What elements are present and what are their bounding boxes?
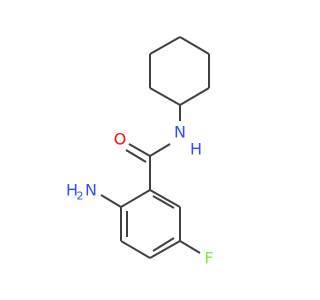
amide-n-symbol: N <box>174 123 186 142</box>
amine-h-symbol: H <box>66 181 78 200</box>
fluorine-label: F <box>204 249 213 268</box>
amide-h-symbol: H <box>190 140 202 159</box>
bond <box>149 143 171 157</box>
aromatic-bond <box>152 195 175 209</box>
bond <box>179 240 201 254</box>
bond <box>149 240 181 259</box>
aromatic-bond <box>152 237 175 252</box>
cyclohexane-ring <box>149 36 210 106</box>
bond <box>120 240 151 259</box>
amine-n-symbol: N <box>85 181 97 200</box>
amine-h-subscript: 2 <box>77 190 84 203</box>
oxygen-label: O <box>114 130 127 149</box>
benzene-ring <box>120 189 181 259</box>
bond <box>100 194 122 208</box>
bond <box>149 36 181 55</box>
structure-diagram: O N H H 2 N F <box>66 36 214 268</box>
bond <box>179 36 210 55</box>
bond <box>120 189 151 208</box>
bond <box>149 189 181 208</box>
carbonyl-double-bond <box>125 143 151 163</box>
bond <box>149 87 181 106</box>
bond <box>125 149 147 163</box>
amine-nh2-label: H 2 N <box>66 181 97 203</box>
bond <box>179 87 210 106</box>
bond <box>128 143 151 157</box>
amide-nh-label: N H <box>174 123 202 159</box>
